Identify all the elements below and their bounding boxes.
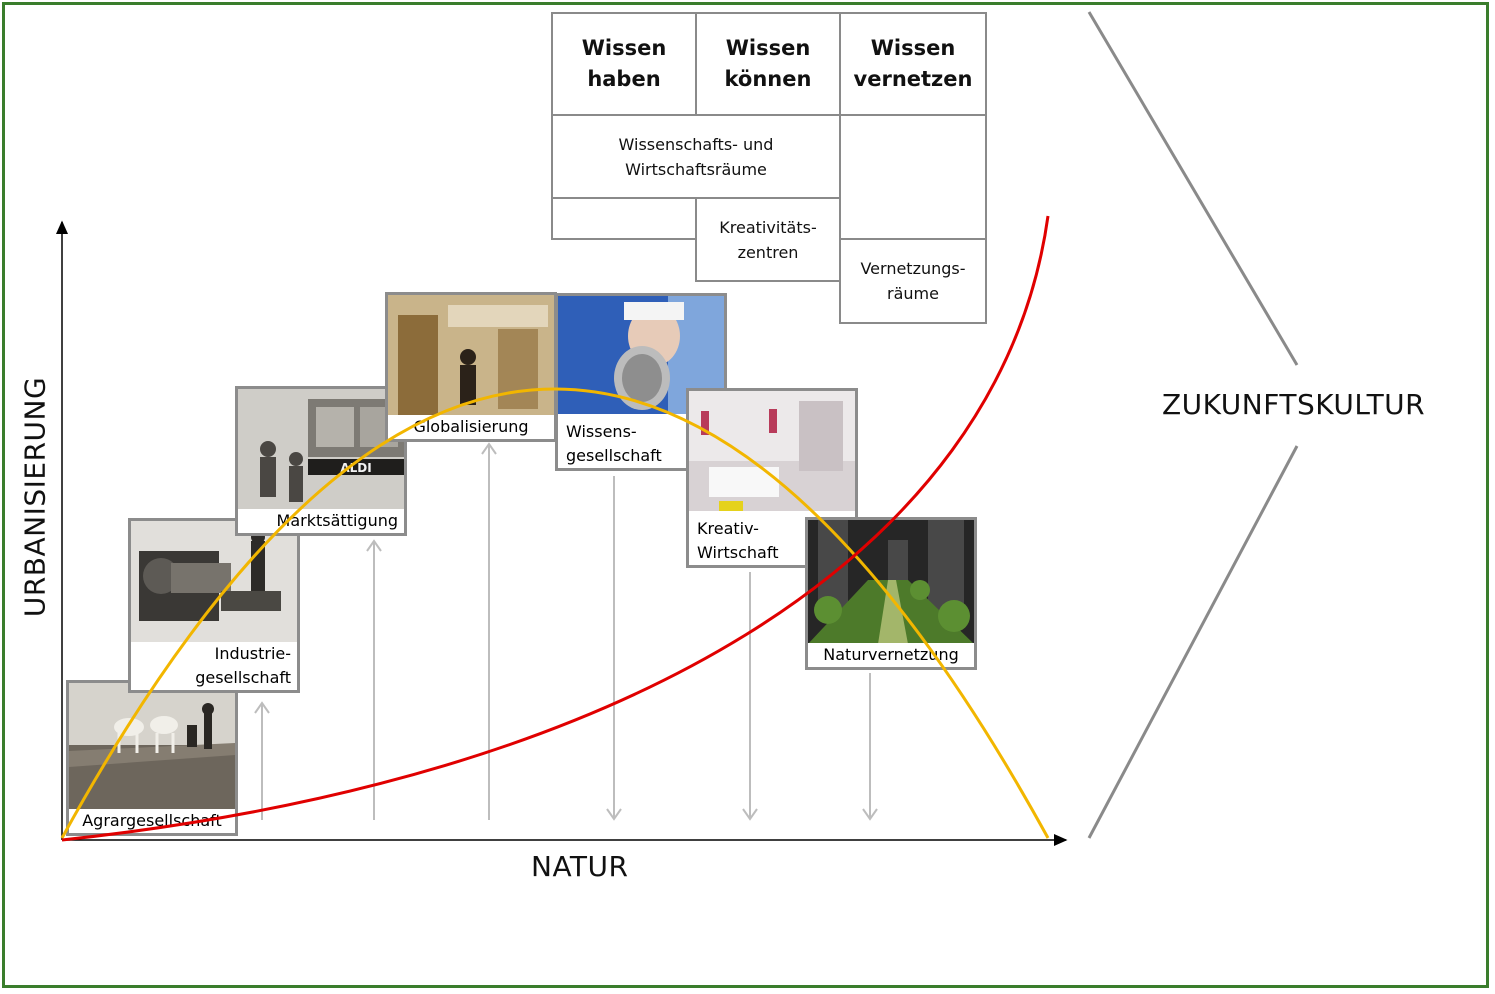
y-axis-label: URBANISIERUNG [18,376,52,618]
arrow-up-3 [481,442,497,820]
stage-globalisierung: Globalisierung [385,292,557,442]
factory-photo [131,521,297,643]
future-chevron-lower [1087,445,1299,839]
store-photo: ALDI [238,389,404,513]
stage-label: Marktsättigung [238,509,404,533]
future-chevron [1087,11,1299,366]
stage-agrargesellschaft: Agrargesellschaft [66,680,238,836]
table-empty-cell-right [839,114,987,242]
future-label: ZUKUNFTSKULTUR [1162,388,1426,421]
stage-label: Globalisierung [388,415,554,439]
green-city-photo [808,520,974,644]
stage-label: Industrie-gesellschaft [131,642,297,690]
stage-marktsaettigung: ALDI Marktsättigung [235,386,407,536]
stage-naturvernetzung: Naturvernetzung [805,517,977,670]
arrow-up-1 [254,701,270,820]
space-vernetzungsraeume: Vernetzungs-räume [839,238,987,324]
store-sign-text: ALDI [340,461,371,475]
farming-photo [69,683,235,809]
stage-label: Agrargesellschaft [69,809,235,833]
table-empty-cell-left [551,197,697,240]
stage-label: Naturvernetzung [808,643,974,667]
arrow-down-1 [606,476,622,821]
space-kreativitaetszentren: Kreativitäts-zentren [695,197,841,282]
x-axis-label: NATUR [531,850,629,883]
showroom-photo [689,391,855,511]
arrow-up-2 [366,539,382,820]
lab-photo [388,295,554,415]
arrow-down-3 [862,673,878,821]
arrow-down-2 [742,572,758,821]
stage-industriegesellschaft: Industrie-gesellschaft [128,518,300,693]
